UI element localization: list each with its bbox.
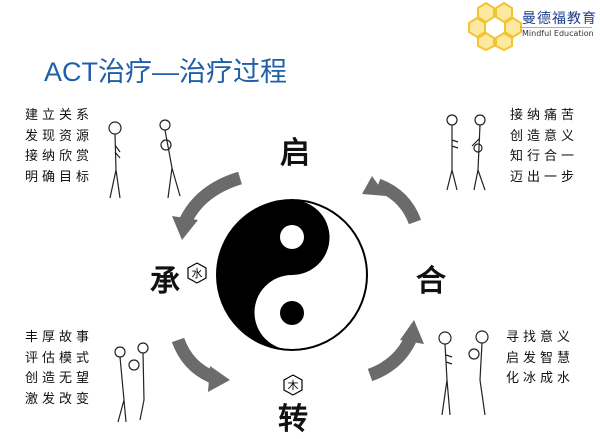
- text-block-top-right: 接纳痛苦创造意义知行合一迈出一步: [510, 108, 579, 185]
- stage-top: 启: [280, 136, 310, 171]
- stage-left: 承: [150, 264, 180, 299]
- stick-figure: [446, 114, 459, 191]
- stick-figure: [114, 346, 140, 423]
- arrow-bottom-right: [367, 336, 416, 382]
- logo-name-en: Mindful Education: [522, 29, 594, 38]
- logo-honeycomb-icon: [468, 1, 522, 52]
- arrowhead-bl: [208, 366, 230, 392]
- yin-yang-icon: [216, 199, 368, 351]
- text-block-top-left: 建立关系发现资源接纳欣赏明确目标: [25, 108, 94, 185]
- page-title: ACT治疗—治疗过程: [44, 57, 287, 87]
- arrow-bottom-left: [171, 337, 218, 385]
- stick-figure: [468, 330, 489, 416]
- arrow-top-right: [375, 178, 422, 225]
- stick-figure: [438, 331, 453, 416]
- arrowhead-br: [400, 320, 424, 344]
- water-hex-icon: 水: [186, 262, 208, 284]
- stage-bottom: 转: [278, 402, 308, 437]
- text-block-bottom-left: 丰厚故事评估模式创造无望激发改变: [25, 330, 94, 407]
- text-block-bottom-right: 寻找意义启发智慧化冰成水: [506, 330, 575, 386]
- stick-figure: [471, 114, 486, 191]
- logo-name-cn: 曼德福教育: [522, 11, 597, 27]
- stick-figure: [137, 342, 149, 421]
- stage-right: 合: [416, 264, 446, 299]
- wood-hex-icon: 木: [282, 374, 304, 396]
- stick-figures: [108, 114, 489, 423]
- arrow-top-left: [179, 171, 243, 225]
- stick-figure: [159, 119, 181, 199]
- logo-divider: [520, 27, 592, 28]
- arrowhead-tl: [172, 216, 198, 240]
- arrowhead-tr: [362, 176, 386, 196]
- stick-figure: [108, 121, 122, 199]
